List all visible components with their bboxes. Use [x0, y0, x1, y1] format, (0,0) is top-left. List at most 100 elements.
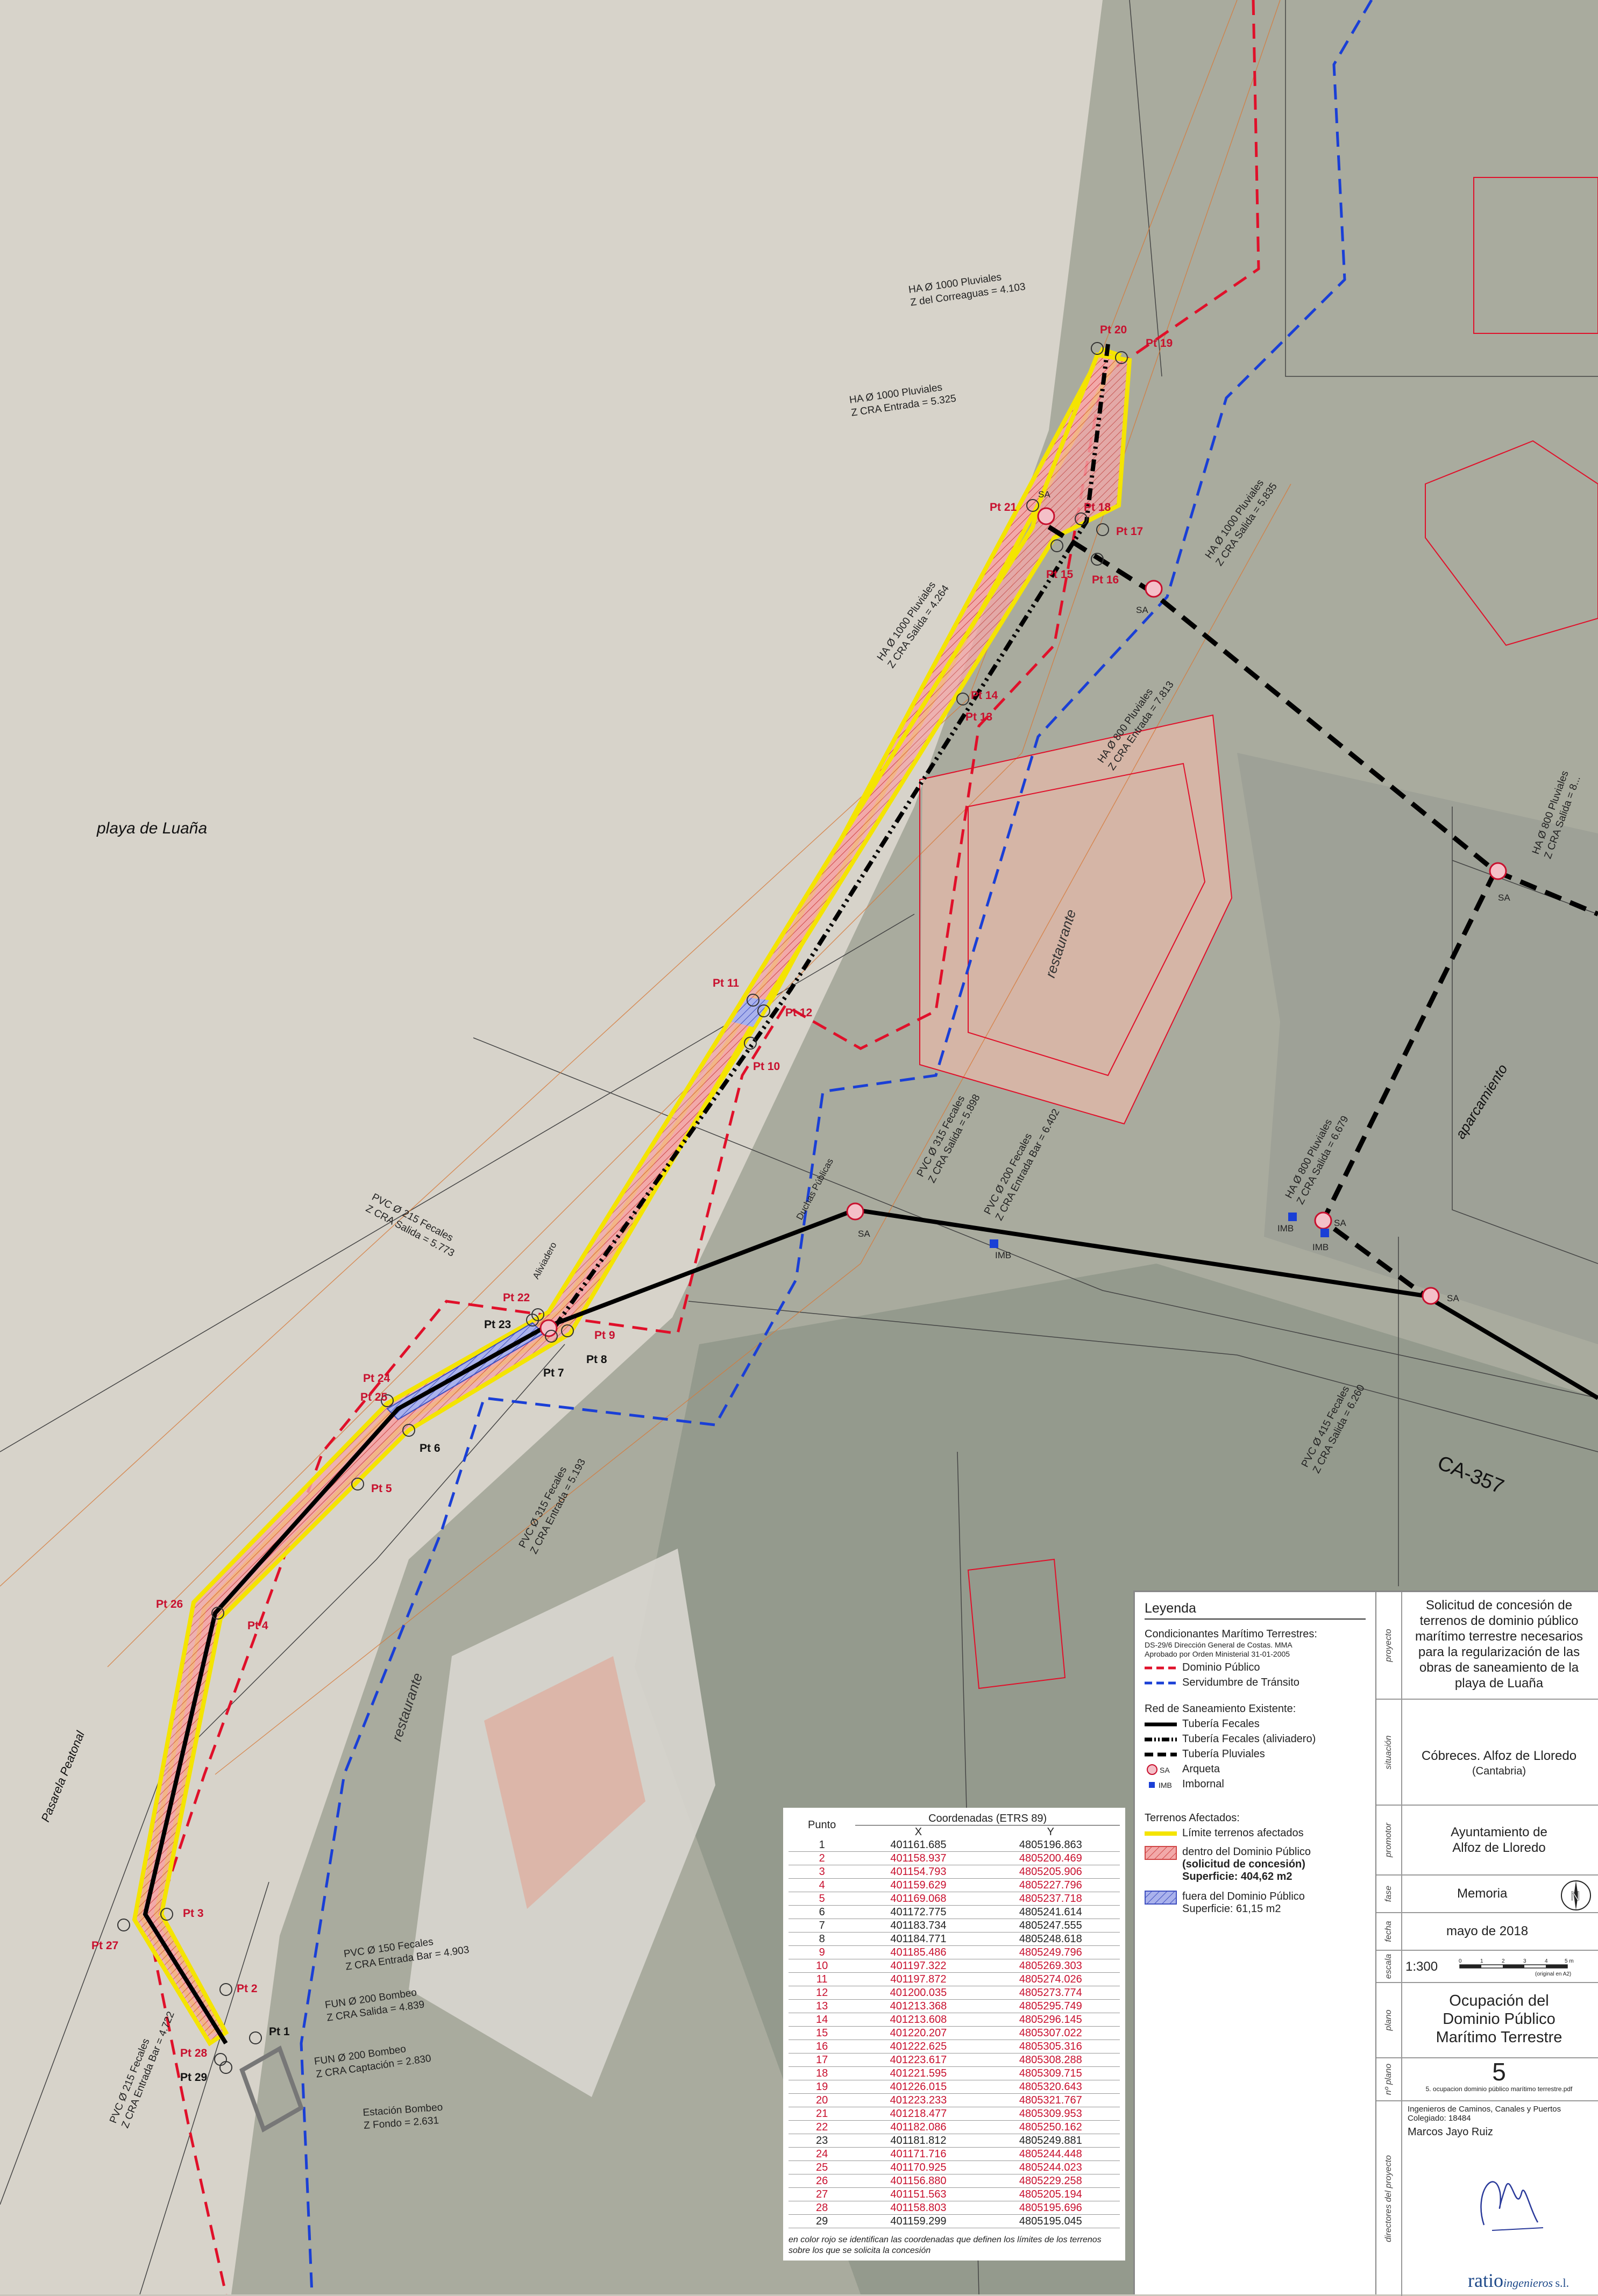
legend-cond-note: DS-29/6 Dirección General de Costas. MMA	[1145, 1641, 1292, 1649]
cell-x: 401218.477	[855, 2107, 982, 2121]
manhole-icon: SA	[1147, 1764, 1170, 1775]
cell-p: 14	[789, 2013, 856, 2027]
cell-x: 401223.233	[855, 2093, 982, 2107]
engineer-name: Marcos Jayo Ruiz	[1408, 2126, 1493, 2138]
restaurant-building-top	[920, 715, 1232, 1124]
cell-y: 4805205.906	[981, 1865, 1120, 1879]
cell-p: 20	[789, 2093, 856, 2107]
scale-tick: 2	[1502, 1958, 1505, 1964]
cell-p: 22	[789, 2120, 856, 2134]
sa-label: SA	[1136, 605, 1148, 615]
north-arrow-icon: N	[1561, 1880, 1591, 1910]
legend-fuera-label: fuera del Dominio Público	[1182, 1891, 1305, 1902]
imb-label: IMB	[995, 1250, 1011, 1260]
point-label: Pt 22	[503, 1292, 530, 1304]
tb-side-label: plano	[1384, 2009, 1393, 2031]
plano-line1: Ocupación del	[1449, 1992, 1549, 2009]
cell-y: 4805296.145	[981, 2013, 1120, 2027]
cell-x: 401222.625	[855, 2040, 982, 2053]
escala-value: 1:300	[1405, 1959, 1438, 1974]
scale-bar: 0 1 2 3 4 5 m (original en A2)	[1459, 1958, 1574, 1977]
cell-x: 401183.734	[855, 1919, 982, 1933]
cell-y: 4805227.796	[981, 1878, 1120, 1892]
plano-number: 5	[1492, 2058, 1506, 2086]
sa-label: SA	[1038, 489, 1050, 500]
cell-p: 11	[789, 1972, 856, 1986]
cell-x: 401158.937	[855, 1851, 982, 1865]
point-label: Pt 5	[371, 1482, 392, 1495]
plano-line2: Dominio Público	[1443, 2010, 1556, 2028]
legend-item-limite: Límite terrenos afectados	[1145, 1827, 1366, 1839]
point-markers	[117, 342, 1128, 2074]
point-label: Pt 17	[1116, 525, 1143, 538]
cell-y: 4805309.953	[981, 2107, 1120, 2121]
cell-p: 15	[789, 2026, 856, 2040]
point-label: Pt 28	[180, 2047, 208, 2059]
cell-x: 401182.086	[855, 2120, 982, 2134]
legend-terrenos-title: Terrenos Afectados:	[1145, 1812, 1240, 1824]
legend-title: Leyenda	[1145, 1601, 1366, 1620]
cell-y: 4805244.023	[981, 2160, 1120, 2174]
cell-y: 4805249.796	[981, 1945, 1120, 1959]
situacion-text: Cóbreces. Alfoz de Lloredo	[1421, 1749, 1577, 1763]
legend-dentro-label: dentro del Dominio Público	[1182, 1846, 1311, 1858]
cell-x: 401156.880	[855, 2174, 982, 2188]
cell-y: 4805308.288	[981, 2053, 1120, 2067]
cell-x: 401213.608	[855, 2013, 982, 2027]
legend-cond-title: Condicionantes Marítimo Terrestres:	[1145, 1628, 1317, 1640]
cell-p: 29	[789, 2214, 856, 2228]
tb-side-label: directores del proyecto	[1384, 2155, 1393, 2242]
point-label: Pt 27	[91, 1940, 118, 1952]
legend-limite-label: Límite terrenos afectados	[1182, 1827, 1304, 1839]
cell-x: 401223.617	[855, 2053, 982, 2067]
legend-dentro-area: Superficie: 404,62 m2	[1182, 1871, 1292, 1883]
tb-situacion: situación Cóbreces. Alfoz de Lloredo (Ca…	[1376, 1700, 1598, 1806]
point-label: Pt 11	[713, 977, 739, 989]
scale-note: (original en A2)	[1535, 1971, 1571, 1977]
cell-x: 401221.595	[855, 2066, 982, 2080]
cell-p: 26	[789, 2174, 856, 2188]
cell-y: 4805305.316	[981, 2040, 1120, 2053]
cell-p: 21	[789, 2107, 856, 2121]
point-label: Pt 6	[420, 1442, 441, 1454]
fecha-value: mayo de 2018	[1446, 1924, 1529, 1938]
cell-x: 401158.803	[855, 2201, 982, 2215]
cell-p: 24	[789, 2147, 856, 2161]
point-label: Pt 21	[990, 501, 1017, 514]
point-label: Pt 1	[269, 2026, 290, 2038]
cell-p: 13	[789, 1999, 856, 2013]
tb-fase: fase Memoria N	[1376, 1876, 1598, 1913]
tb-directores: directores del proyecto Ingenieros de Ca…	[1376, 2101, 1598, 2296]
sa-label: SA	[1334, 1218, 1346, 1228]
point-label: Pt 4	[247, 1620, 268, 1632]
point-label: Pt 25	[360, 1391, 388, 1403]
red-dash-swatch	[1145, 1666, 1177, 1669]
cell-y: 4805195.045	[981, 2214, 1120, 2228]
legend-item-pluviales: Tubería Pluviales	[1145, 1748, 1366, 1760]
logo-sub: ingenieros	[1503, 2276, 1553, 2290]
point-label: Pt 8	[586, 1353, 607, 1366]
legend-item-arqueta: SA Arqueta	[1145, 1763, 1366, 1776]
sa-legend-code: SA	[1160, 1766, 1170, 1774]
point-label: Pt 18	[1084, 501, 1111, 514]
point-label: Pt 14	[971, 689, 998, 702]
cell-y: 4805309.715	[981, 2066, 1120, 2080]
cell-x: 401171.716	[855, 2147, 982, 2161]
legend-item-aliviadero: Tubería Fecales (aliviadero)	[1145, 1733, 1366, 1745]
point-label: Pt 3	[183, 1907, 204, 1920]
point-label: Pt 12	[785, 1007, 812, 1019]
legend-item-imbornal: IMB Imbornal	[1145, 1778, 1366, 1791]
imb-label: IMB	[1312, 1242, 1329, 1252]
cell-p: 1	[789, 1838, 856, 1852]
